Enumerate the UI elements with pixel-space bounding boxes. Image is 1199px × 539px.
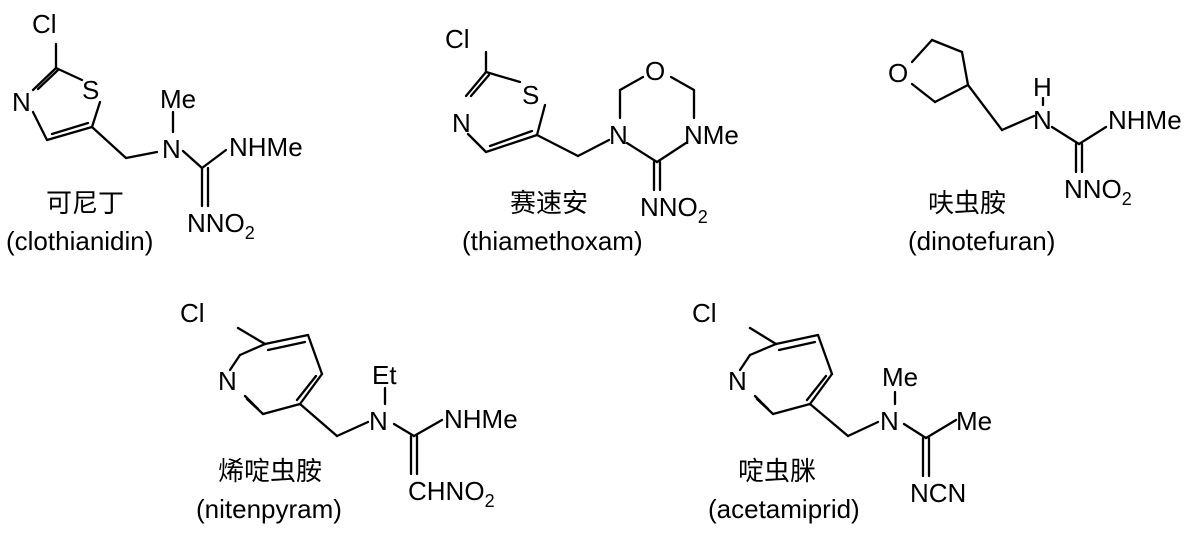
ring-nitrogen-label: N: [218, 366, 237, 396]
sulfur-atom-label: S: [522, 80, 539, 110]
nitenpyram-structure: Cl N Et N NHMe CHNO2 烯啶虫胺 (nitenpyram): [180, 298, 518, 524]
hydrogen-label: H: [1033, 72, 1052, 102]
bonds: [738, 326, 958, 478]
left-nitrogen-label: N: [609, 120, 628, 150]
chinese-name: 赛速安: [510, 189, 588, 219]
chinese-name: 啶虫脒: [738, 457, 816, 487]
english-name: (nitenpyram): [196, 494, 342, 524]
chinese-name: 烯啶虫胺: [218, 457, 322, 487]
dinotefuran-structure: O H N NHMe NNO2 呋虫胺 (dinotefuran): [888, 38, 1182, 256]
bonds: [228, 326, 444, 476]
acetamiprid-structure: Cl N Me N Me NCN 啶虫脒 (acetamiprid): [692, 298, 992, 524]
methyl-label-right: Me: [956, 406, 992, 436]
oxygen-atom-label: O: [645, 56, 665, 86]
thiamethoxam-structure: Cl S N O N NMe NNO2 赛速安 (thiamethoxam): [445, 24, 739, 256]
english-name: (acetamiprid): [708, 494, 860, 524]
chinese-name: 可尼丁: [46, 189, 124, 219]
nitromethylene-label: CHNO2: [408, 476, 495, 511]
chlorine-atom-label: Cl: [445, 24, 470, 54]
bonds: [464, 50, 696, 192]
nhme-label: NHMe: [444, 404, 518, 434]
ring-nitrogen-label: N: [728, 366, 747, 396]
ethyl-label: Et: [372, 360, 397, 390]
bonds: [910, 38, 1108, 174]
methyl-label: Me: [882, 362, 918, 392]
chlorine-atom-label: Cl: [692, 298, 717, 328]
sulfur-atom-label: S: [82, 75, 99, 105]
amine-nitrogen-label: N: [369, 406, 388, 436]
english-name: (thiamethoxam): [462, 226, 643, 256]
ring-nitrogen-label: N: [12, 87, 31, 117]
nitroimine-label: NNO2: [1064, 174, 1132, 209]
amine-nitrogen-label: N: [162, 134, 181, 164]
cyanoimine-label: NCN: [910, 478, 966, 508]
clothianidin-structure: Cl S N Me N NHMe NNO2 可尼丁 (clothianidin): [6, 9, 303, 256]
ring-nitrogen-label: N: [452, 108, 471, 138]
chlorine-atom-label: Cl: [32, 9, 57, 39]
oxygen-atom-label: O: [888, 58, 908, 88]
nitroimine-label: NNO2: [640, 192, 708, 227]
amine-nitrogen-label: N: [880, 406, 899, 436]
nhme-label: NHMe: [229, 132, 303, 162]
english-name: (dinotefuran): [908, 226, 1055, 256]
nme-label: NMe: [684, 120, 739, 150]
methyl-label: Me: [160, 84, 196, 114]
amine-nitrogen-label: N: [1033, 105, 1052, 135]
nitroimine-label: NNO2: [187, 208, 255, 243]
chinese-name: 呋虫胺: [928, 189, 1006, 219]
nhme-label: NHMe: [1108, 105, 1182, 135]
english-name: (clothianidin): [6, 226, 153, 256]
bonds: [31, 42, 228, 208]
chlorine-atom-label: Cl: [180, 298, 205, 328]
